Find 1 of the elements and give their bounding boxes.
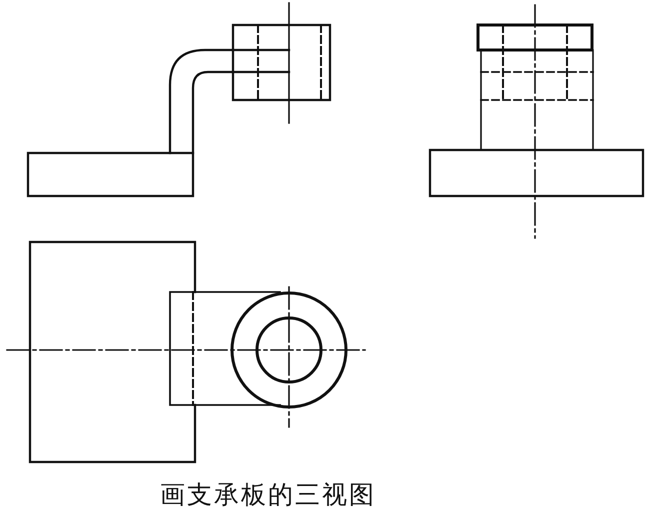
- figure-caption: 画支承板的三视图: [160, 479, 376, 511]
